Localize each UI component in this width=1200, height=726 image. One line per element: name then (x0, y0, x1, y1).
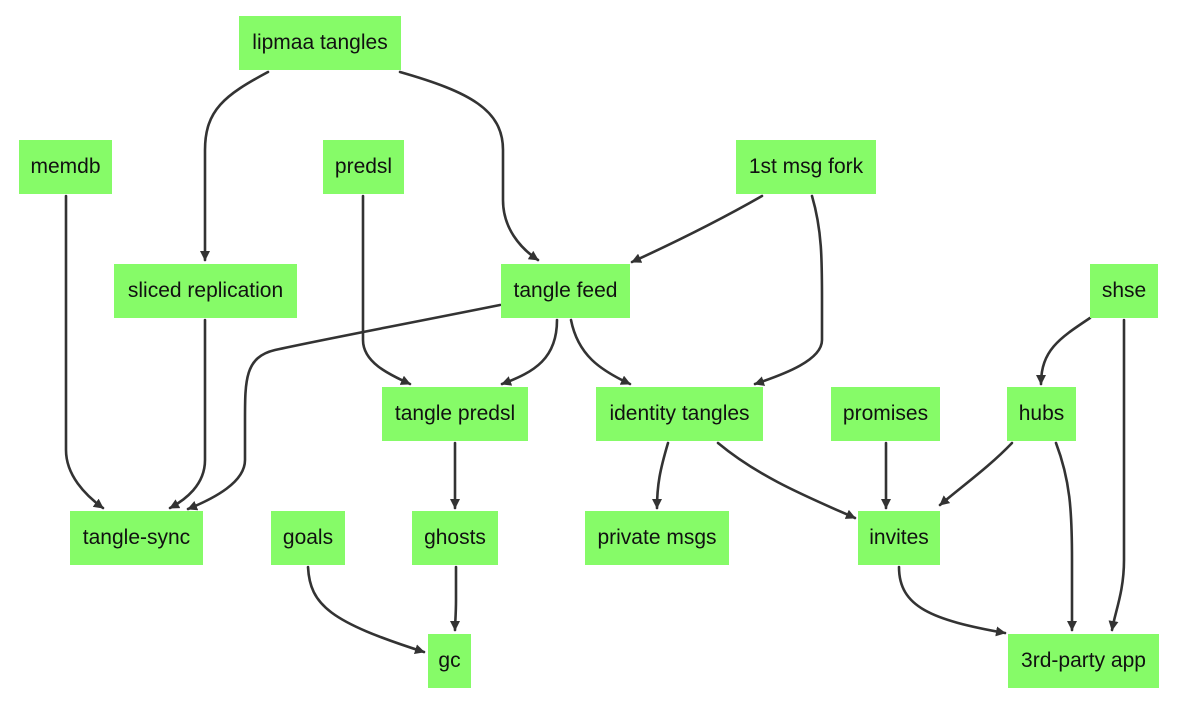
node-tangle-sync: tangle-sync (70, 511, 203, 565)
node-lipmaa-tangles: lipmaa tangles (239, 16, 401, 70)
node-ghosts: ghosts (412, 511, 498, 565)
edge-goals-to-gc (306, 565, 426, 655)
edge-shse-to-hubs (1036, 316, 1092, 386)
node-hubs: hubs (1007, 387, 1076, 441)
node-private-msgs: private msgs (585, 511, 729, 565)
edge-ghosts-to-gc (450, 565, 461, 632)
edge-sliced-replication-to-tangle-sync (168, 318, 207, 510)
node-gc: gc (428, 634, 471, 688)
node-tangle-feed: tangle feed (501, 264, 630, 318)
edge-tangle-feed-to-identity-tangles (569, 318, 632, 386)
edge-tangle-feed-to-tangle-predsl (500, 318, 559, 386)
edge-memdb-to-tangle-sync (64, 194, 105, 510)
node-sliced-replication: sliced replication (114, 264, 297, 318)
edge-hubs-to-third-party-app (1054, 441, 1077, 632)
node-3rd-party-app: 3rd-party app (1008, 634, 1159, 688)
edge-first-msg-fork-to-tangle-feed (630, 194, 764, 264)
node-invites: invites (858, 511, 940, 565)
edge-invites-to-third-party-app (897, 565, 1007, 637)
edge-predsl-to-tangle-predsl (361, 194, 412, 386)
edge-hubs-to-invites (938, 441, 1014, 507)
edge-tangle-feed-to-tangle-sync (186, 303, 502, 511)
node-promises: promises (831, 387, 940, 441)
node-predsl: predsl (323, 140, 404, 194)
edge-lipmaa-tangles-to-tangle-feed (398, 70, 540, 262)
edge-shse-to-third-party-app (1108, 318, 1126, 632)
edge-identity-tangles-to-private-msgs (652, 441, 670, 510)
edge-first-msg-fork-to-identity-tangles (753, 194, 824, 386)
node-identity-tangles: identity tangles (596, 387, 763, 441)
node-tangle-predsl: tangle predsl (382, 387, 528, 441)
edge-lipmaa-tangles-to-sliced-replication (200, 70, 270, 262)
node-memdb: memdb (19, 140, 112, 194)
node-shse: shse (1090, 264, 1158, 318)
edge-identity-tangles-to-invites (716, 441, 857, 520)
node-goals: goals (271, 511, 345, 565)
node-1st-msg-fork: 1st msg fork (736, 140, 876, 194)
